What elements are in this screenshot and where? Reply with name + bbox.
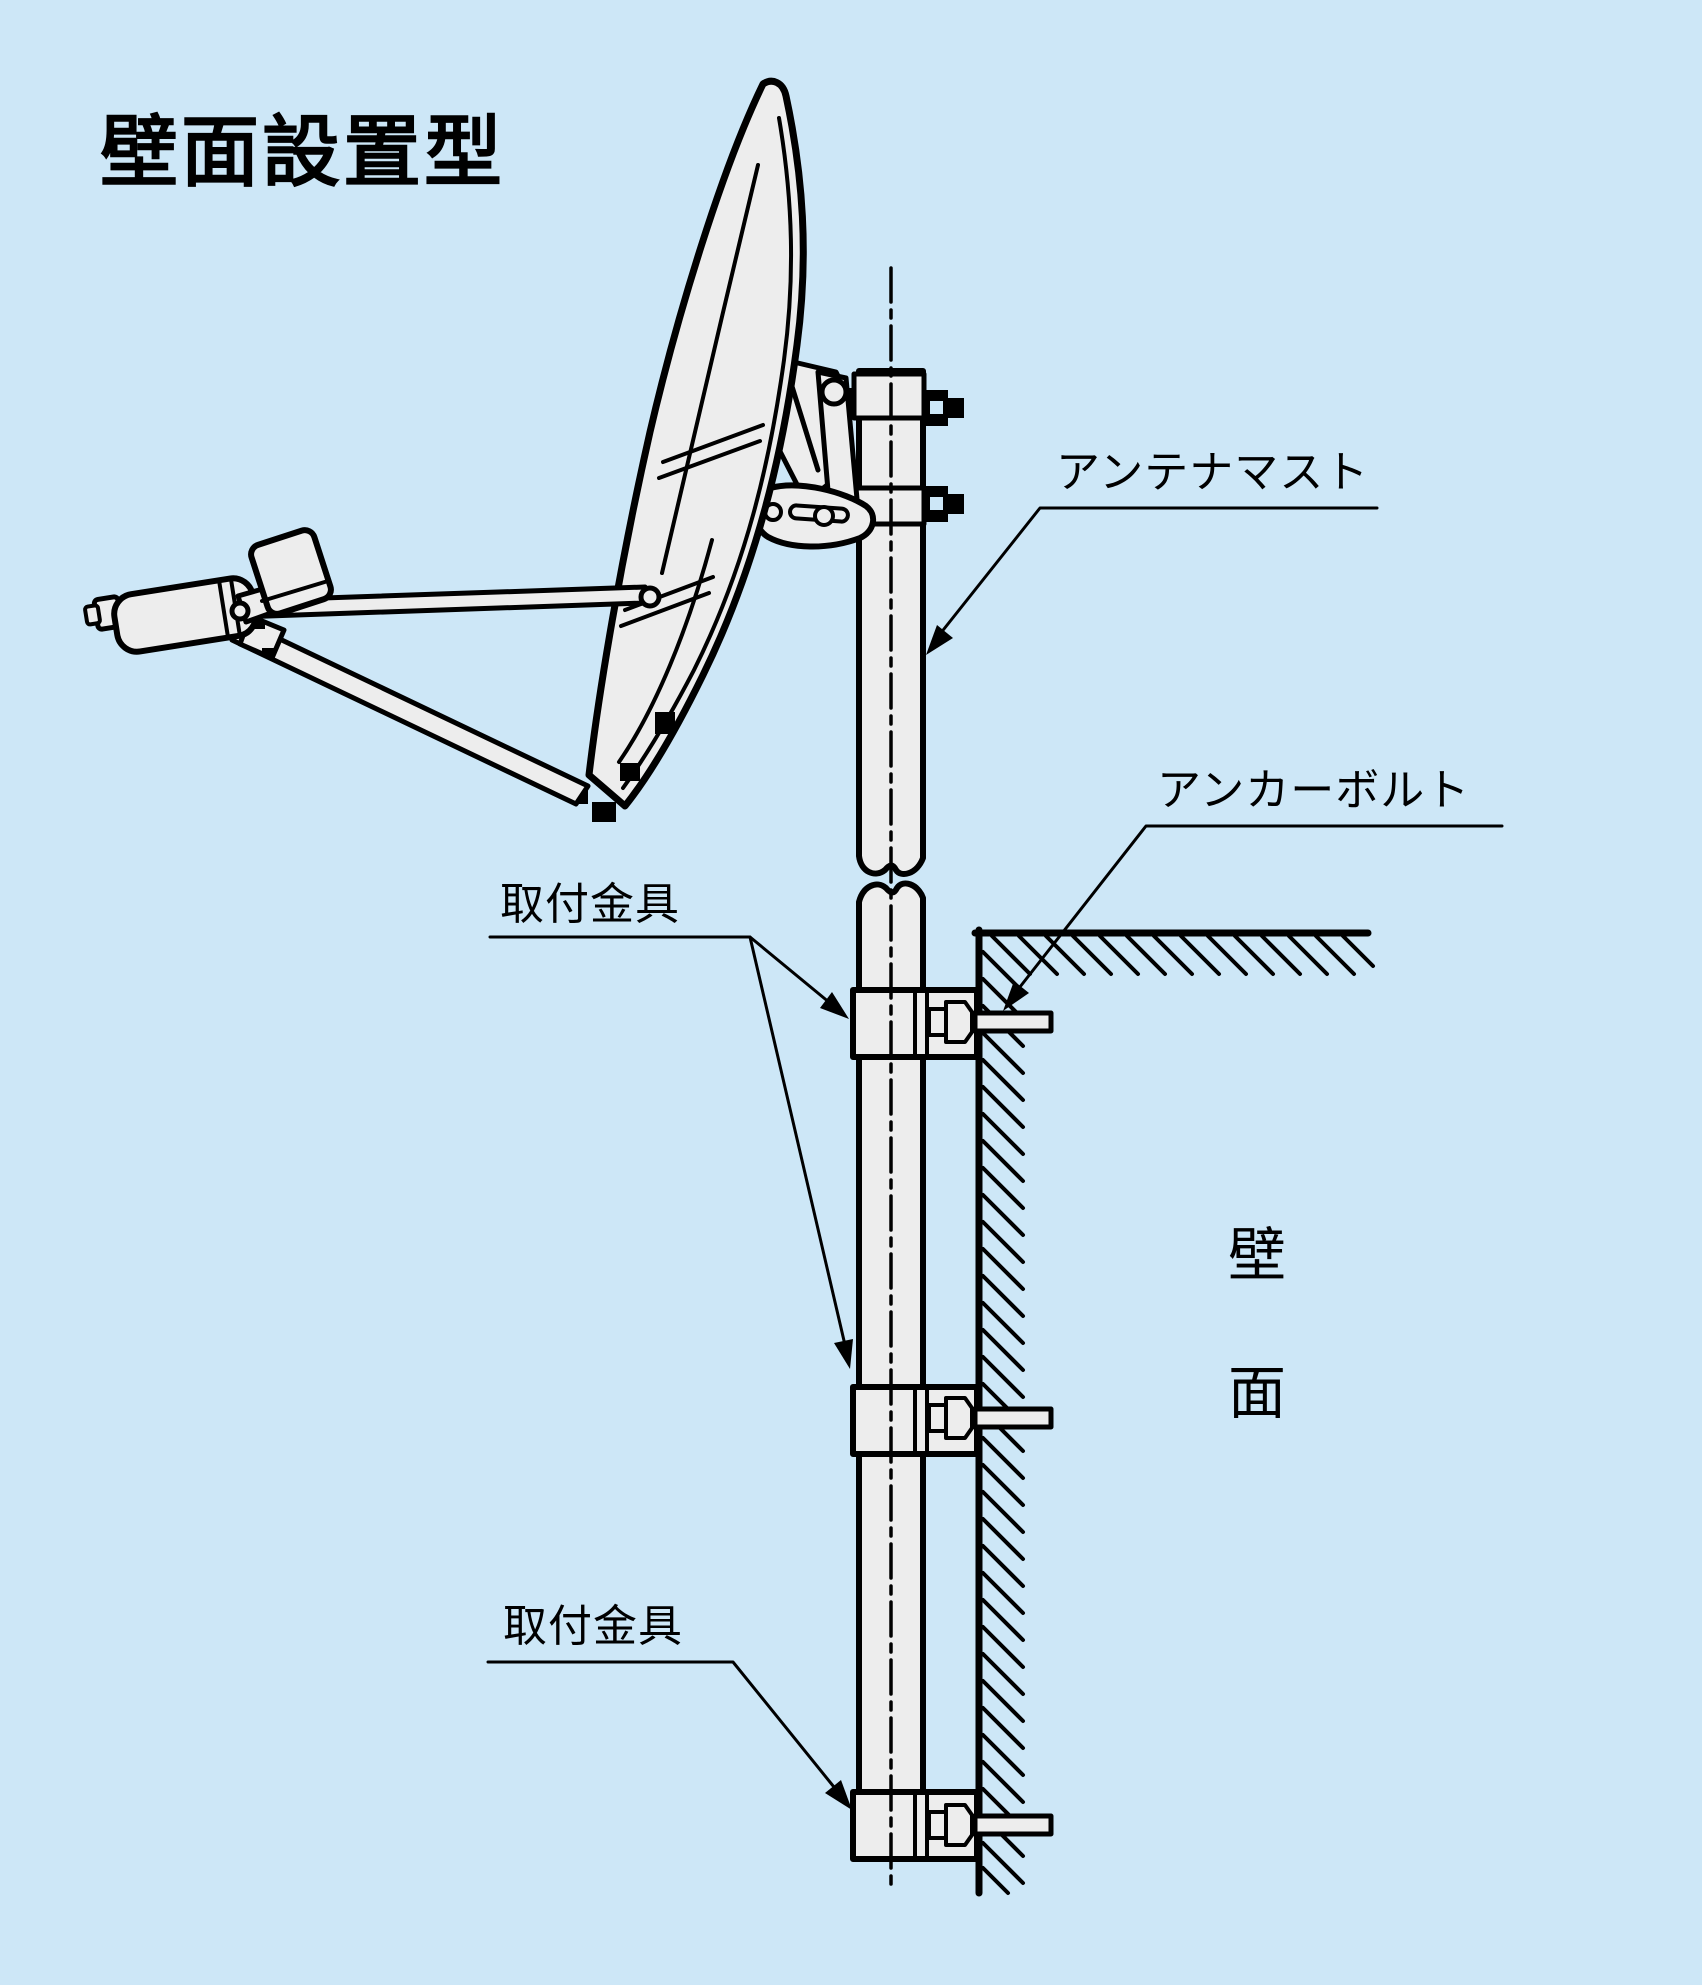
wall-clamp-bottom [850, 1789, 980, 1862]
page-title: 壁面設置型 [100, 108, 506, 198]
leader-anchor-bolt [1003, 824, 1504, 1011]
dish-surface-arc [660, 163, 760, 575]
elevation-adjuster-arc [751, 482, 877, 550]
wall-side-hatching [981, 950, 1025, 1895]
leader-bracket-upper [488, 935, 853, 1369]
anchor-bolt-middle [972, 1406, 1054, 1430]
mast-clamp-plates [846, 371, 964, 527]
anchor-bolt-top [972, 1010, 1054, 1034]
lnb-pivot-bolt [229, 600, 251, 622]
leader-antenna-mast [926, 506, 1379, 655]
satellite-dish [572, 77, 807, 822]
dish-surface-arc-lower [617, 538, 714, 764]
dish-rib-bands [619, 423, 765, 628]
wall-char-1: 壁 [1228, 1221, 1287, 1289]
label-wall-surface: 壁 面 [1228, 1208, 1286, 1430]
label-antenna-mast: アンテナマスト [1056, 447, 1370, 498]
strut-bolt [638, 585, 662, 609]
wall-clamp-middle [850, 1384, 980, 1457]
feed-strut-lower [229, 619, 591, 807]
wall-clamp-top [850, 987, 980, 1060]
feed-horn [248, 527, 334, 617]
label-bracket-lower: 取付金具 [503, 1601, 683, 1652]
dish-bottom-bolts [572, 712, 675, 822]
wall-top-hatching [990, 934, 1375, 976]
label-bracket-upper: 取付金具 [500, 879, 680, 930]
label-anchor-bolt: アンカーボルト [1157, 765, 1471, 816]
leader-bracket-lower [486, 1660, 852, 1810]
anchor-bolt-bottom [972, 1813, 1054, 1837]
wall-char-2: 面 [1228, 1359, 1287, 1427]
lnb-converter [83, 527, 334, 655]
